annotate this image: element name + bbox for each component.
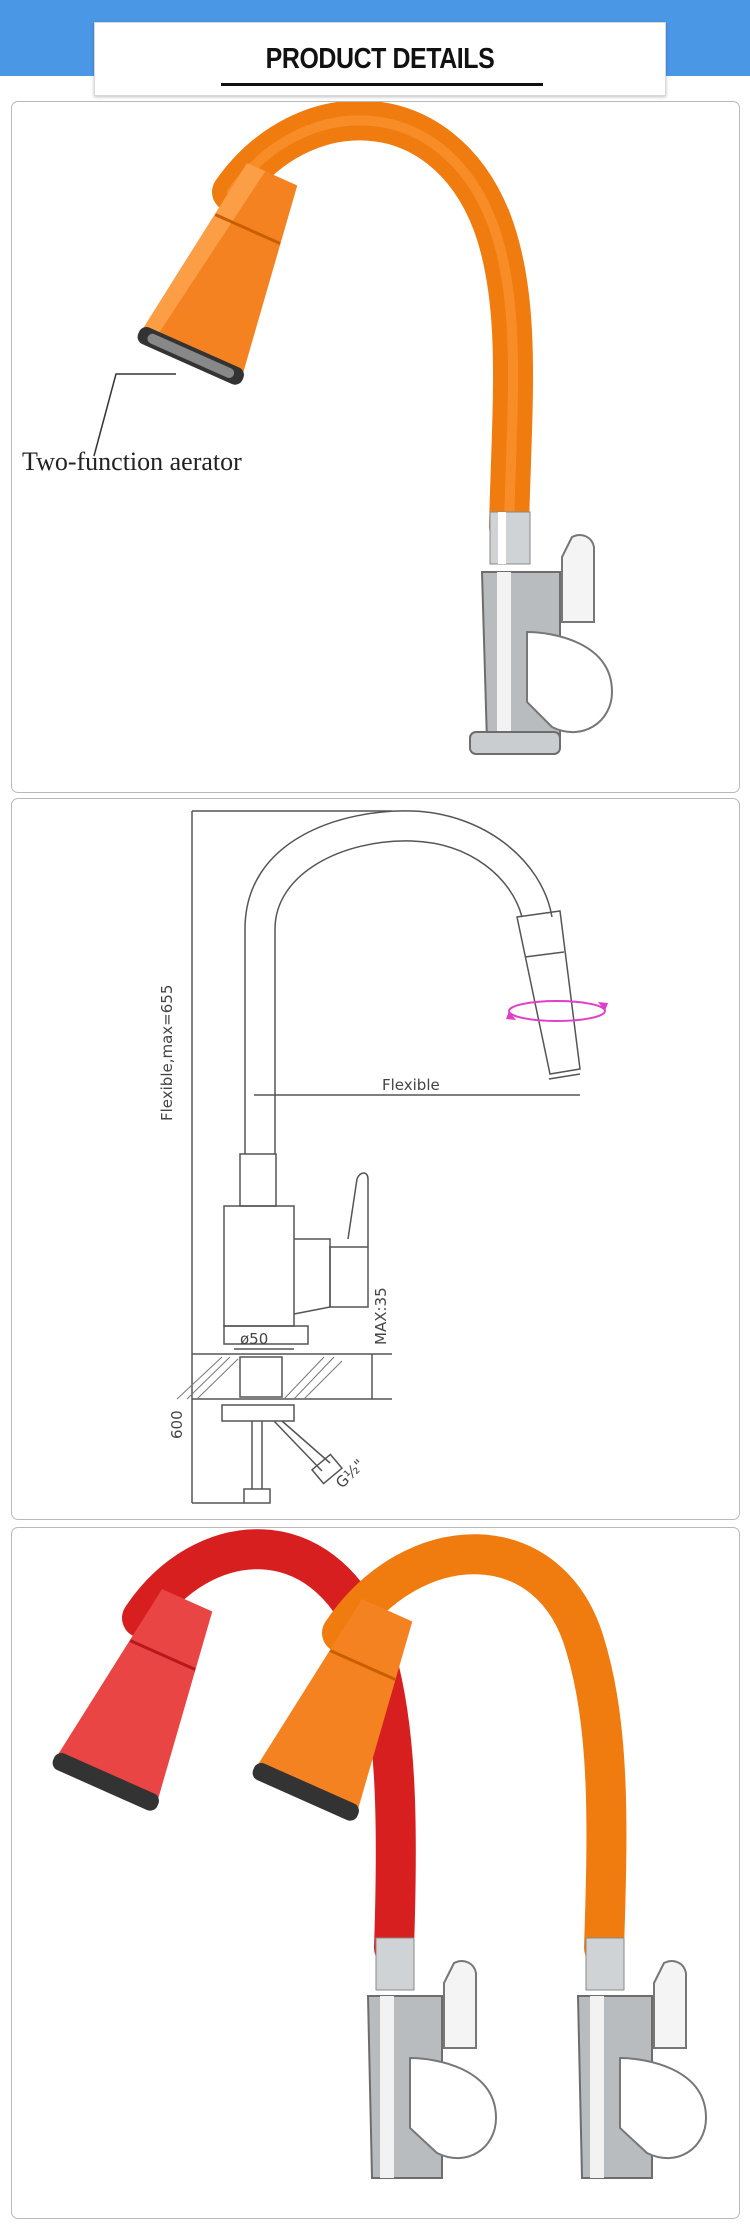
reach-dimension-label: Flexible <box>382 1076 440 1094</box>
base-diameter-label: ø50 <box>240 1330 268 1348</box>
callout-line <box>93 373 176 457</box>
title-box: PRODUCT DETAILS <box>94 22 666 96</box>
counter-thickness-label: MAX:35 <box>372 1287 390 1345</box>
product-photo-panel: Two-function aerator <box>11 101 740 793</box>
faucet-photo <box>93 102 614 755</box>
thread-size-label: G½" <box>332 1456 368 1492</box>
color-variants-panel <box>11 1527 740 2219</box>
color-variants-photo <box>52 1529 708 2179</box>
title-underline <box>221 83 543 86</box>
height-dimension-label: Flexible,max=655 <box>158 985 176 1121</box>
page-title: PRODUCT DETAILS <box>265 43 495 75</box>
pipe-length-label: 600 <box>168 1410 186 1439</box>
dimension-drawing: Flexible,max=655 Flexible ø50 MAX:35 600… <box>158 810 608 1504</box>
aerator-callout: Two-function aerator <box>22 447 242 476</box>
dimension-drawing-panel: Flexible,max=655 Flexible ø50 MAX:35 600… <box>11 798 740 1520</box>
spray-head <box>137 163 298 385</box>
